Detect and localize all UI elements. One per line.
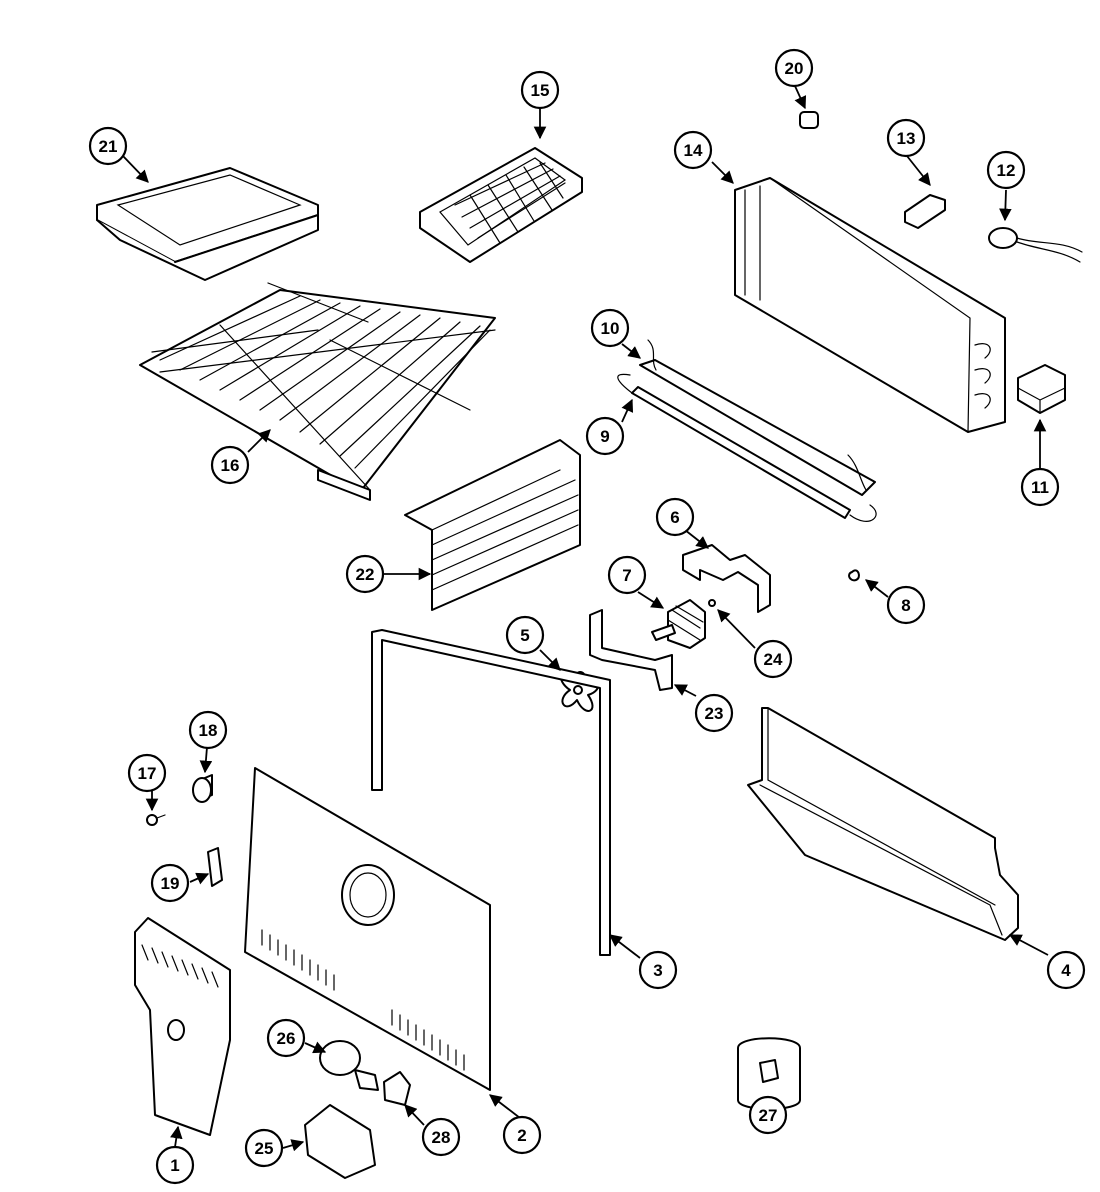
svg-text:18: 18 bbox=[199, 721, 218, 740]
evaporator bbox=[734, 177, 1006, 433]
svg-text:11: 11 bbox=[1031, 478, 1049, 497]
light-bulb bbox=[319, 1040, 379, 1091]
callout-14: 14 bbox=[673, 130, 713, 170]
callout-21: 21 bbox=[88, 126, 128, 166]
callout-27: 27 bbox=[748, 1095, 788, 1135]
callout-9: 9 bbox=[585, 416, 625, 456]
clip bbox=[848, 569, 860, 582]
callout-26: 26 bbox=[266, 1018, 306, 1058]
thermostat bbox=[988, 227, 1083, 263]
heater-rod bbox=[617, 373, 877, 522]
fan-motor bbox=[651, 599, 706, 649]
callout-17: 17 bbox=[127, 753, 167, 793]
svg-text:13: 13 bbox=[897, 129, 916, 148]
callout-12: 12 bbox=[986, 150, 1026, 190]
callout-24: 24 bbox=[753, 639, 793, 679]
svg-text:2: 2 bbox=[517, 1126, 526, 1145]
svg-text:21: 21 bbox=[99, 137, 118, 156]
ice-tray bbox=[419, 147, 583, 263]
callout-6: 6 bbox=[655, 497, 695, 537]
callout-28: 28 bbox=[421, 1117, 461, 1157]
svg-text:12: 12 bbox=[997, 161, 1016, 180]
callout-11: 11 bbox=[1020, 467, 1060, 507]
callout-16: 16 bbox=[210, 445, 250, 485]
button-frame bbox=[737, 1037, 801, 1110]
drain-trough bbox=[747, 707, 1019, 941]
motor-bracket bbox=[682, 544, 771, 613]
ice-bin bbox=[96, 167, 319, 281]
callout-15: 15 bbox=[520, 70, 560, 110]
nut bbox=[799, 111, 819, 129]
svg-text:23: 23 bbox=[705, 704, 724, 723]
svg-text:1: 1 bbox=[170, 1156, 179, 1175]
lamp-socket bbox=[383, 1071, 411, 1106]
rear-panel bbox=[244, 767, 491, 1091]
callout-13: 13 bbox=[886, 118, 926, 158]
callout-19: 19 bbox=[150, 863, 190, 903]
lamp-shield bbox=[207, 847, 223, 887]
svg-text:20: 20 bbox=[785, 59, 804, 78]
callout-2: 2 bbox=[502, 1115, 542, 1155]
light-cover bbox=[304, 1104, 376, 1179]
svg-text:19: 19 bbox=[161, 874, 180, 893]
callout-8: 8 bbox=[886, 585, 926, 625]
motor-mount-bracket bbox=[589, 609, 673, 691]
callout-23: 23 bbox=[694, 693, 734, 733]
callout-4: 4 bbox=[1046, 950, 1086, 990]
svg-text:14: 14 bbox=[684, 141, 703, 160]
callout-20: 20 bbox=[774, 48, 814, 88]
callout-1: 1 bbox=[155, 1145, 195, 1185]
svg-text:15: 15 bbox=[531, 81, 550, 100]
svg-text:25: 25 bbox=[255, 1139, 274, 1158]
small-screw bbox=[146, 814, 166, 826]
svg-text:22: 22 bbox=[356, 565, 375, 584]
svg-text:4: 4 bbox=[1061, 961, 1071, 980]
callout-25: 25 bbox=[244, 1128, 284, 1168]
svg-text:8: 8 bbox=[901, 596, 910, 615]
svg-text:24: 24 bbox=[764, 650, 783, 669]
defrost-heater-channel bbox=[639, 339, 876, 496]
callout-10: 10 bbox=[590, 308, 630, 348]
svg-text:6: 6 bbox=[670, 508, 679, 527]
callout-5: 5 bbox=[505, 615, 545, 655]
small-bracket bbox=[904, 194, 946, 229]
svg-text:7: 7 bbox=[622, 566, 631, 585]
svg-text:5: 5 bbox=[520, 626, 529, 645]
svg-text:27: 27 bbox=[759, 1106, 778, 1125]
screw bbox=[708, 599, 716, 607]
callout-3: 3 bbox=[638, 950, 678, 990]
control-housing bbox=[134, 917, 231, 1136]
callout-7: 7 bbox=[607, 555, 647, 595]
shelf-cover bbox=[404, 439, 581, 611]
gasket bbox=[371, 629, 611, 956]
block bbox=[1017, 364, 1066, 414]
svg-text:3: 3 bbox=[653, 961, 662, 980]
svg-text:9: 9 bbox=[600, 427, 609, 446]
wire-shelf bbox=[139, 282, 496, 501]
svg-text:16: 16 bbox=[221, 456, 240, 475]
svg-text:10: 10 bbox=[601, 319, 620, 338]
svg-text:26: 26 bbox=[277, 1029, 296, 1048]
callout-22: 22 bbox=[345, 554, 385, 594]
callout-18: 18 bbox=[188, 710, 228, 750]
svg-text:28: 28 bbox=[432, 1128, 451, 1147]
control-knob bbox=[192, 774, 213, 803]
svg-text:17: 17 bbox=[138, 764, 157, 783]
